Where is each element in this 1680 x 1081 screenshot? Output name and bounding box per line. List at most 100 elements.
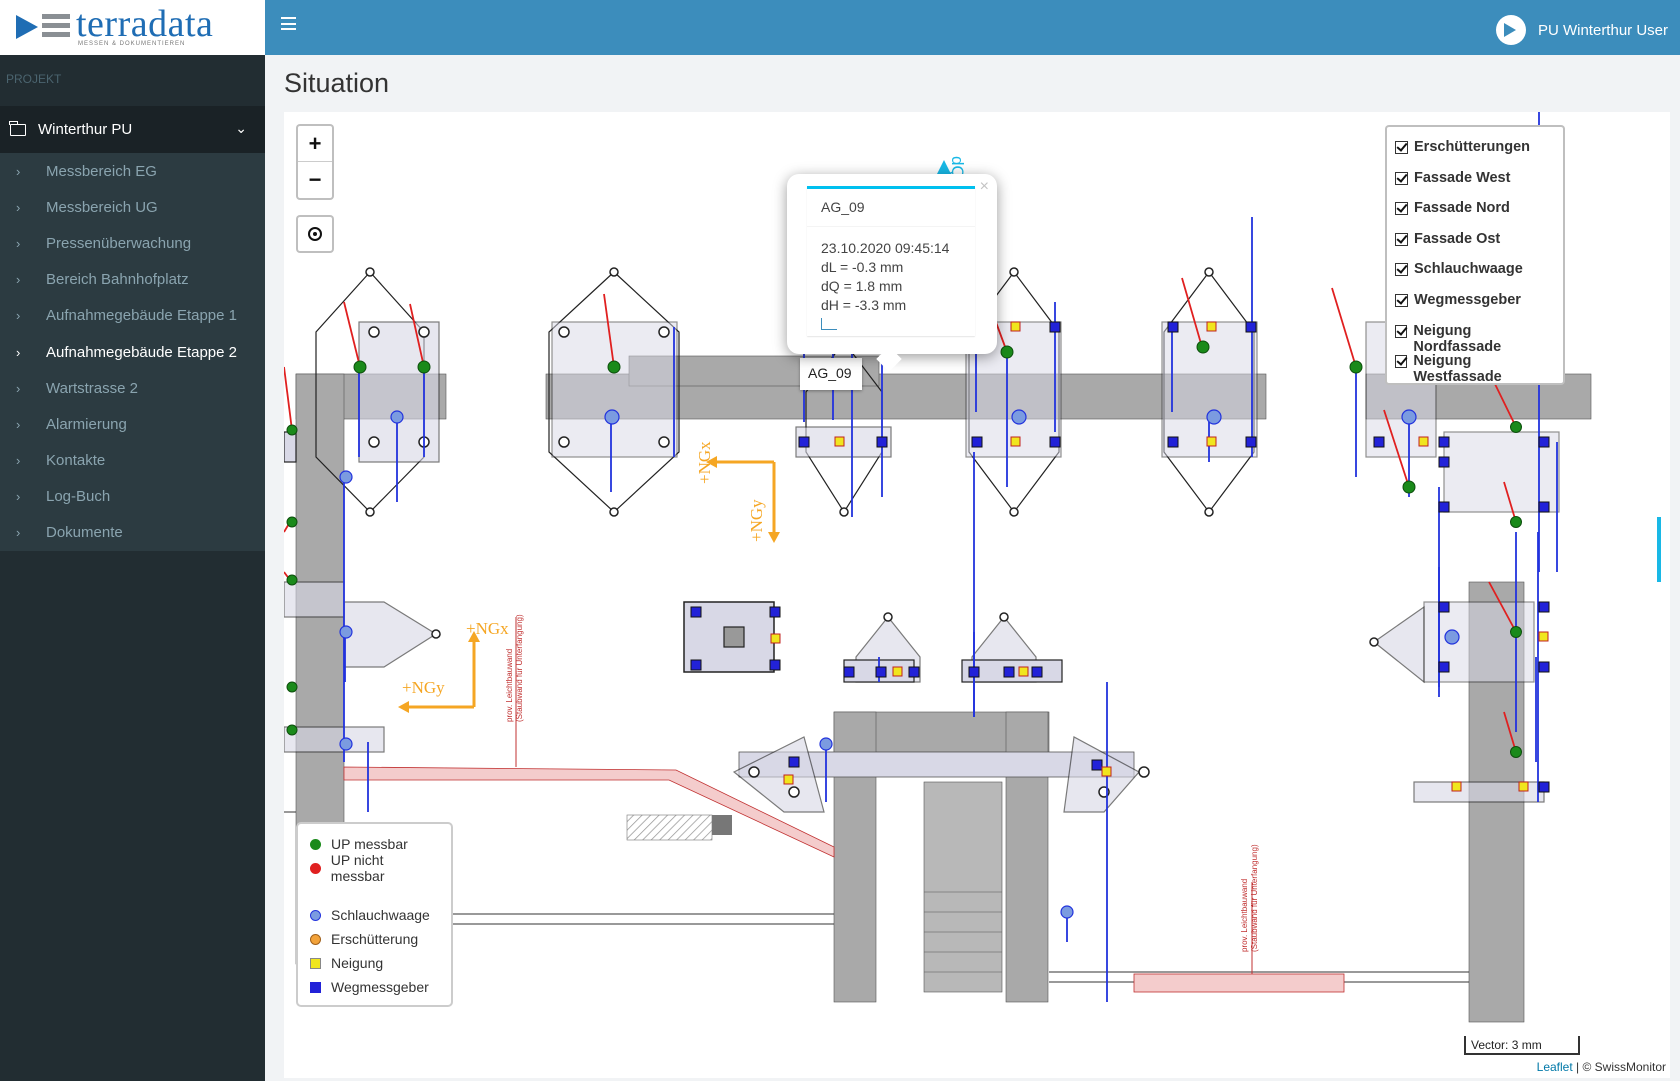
wall-annotation: prov. Leichtbauwand: [505, 649, 514, 722]
scale-bar: Vector: 3 mm: [1464, 1036, 1580, 1055]
chevron-right-icon: ›: [16, 416, 21, 432]
user-name: PU Winterthur User: [1537, 21, 1668, 39]
line-chart-icon[interactable]: [821, 318, 837, 330]
map-attribution: Leaflet | © SwissMonitor: [1532, 1059, 1670, 1077]
sidebar-item-label: Aufnahmegebäude Etappe 2: [46, 343, 237, 361]
sidebar-item-alarmierung[interactable]: › Alarmierung: [0, 406, 265, 442]
page-title: Situation: [284, 68, 390, 98]
chevron-right-icon: ›: [16, 525, 21, 541]
top-navbar: PU Winterthur User: [265, 0, 1680, 55]
sidebar-item-pressenueberwachung[interactable]: ›Pressenüberwachung: [0, 225, 265, 261]
sensor-popup: × AG_09 23.10.2020 09:45:14 dL = -0.3 mm…: [787, 174, 997, 372]
checkbox-checked-icon[interactable]: [1395, 324, 1408, 338]
layer-label: Fassade West: [1414, 169, 1511, 186]
layer-wegmessgeber[interactable]: Wegmessgeber: [1395, 292, 1555, 323]
popup-dl: dL = -0.3 mm: [821, 259, 904, 275]
sidebar-item-log-buch[interactable]: › Log-Buch: [0, 479, 265, 515]
checkbox-checked-icon[interactable]: [1395, 263, 1408, 277]
legend-label: Neigung: [331, 955, 384, 971]
blue-square-icon: [310, 981, 321, 993]
layer-label: Wegmessgeber: [1414, 291, 1521, 308]
map-legend: UP messbar UP nicht messbar Schlauchwaag…: [296, 822, 453, 1007]
checkbox-checked-icon[interactable]: [1395, 293, 1408, 307]
sidebar-item-etappe-2[interactable]: › Aufnahmegebäude Etappe 2: [0, 334, 265, 370]
user-avatar: [1495, 15, 1526, 45]
popup-title: AG_09: [807, 189, 975, 227]
leaflet-link[interactable]: Leaflet: [1536, 1060, 1573, 1074]
wall-annotation: (Staubwand für Unterfangung): [515, 614, 524, 722]
locate-button[interactable]: [296, 215, 334, 253]
layer-control: Erschütterungen Fassade West Fassade Nor…: [1385, 125, 1565, 385]
popup-body: 23.10.2020 09:45:14 dL = -0.3 mm dQ = 1.…: [807, 227, 975, 342]
chevron-right-icon: ›: [16, 489, 21, 505]
layer-label: Fassade Nord: [1414, 200, 1510, 217]
sidebar-item-label: Pressenüberwachung: [46, 234, 192, 252]
layer-fassade-nord[interactable]: Fassade Nord: [1395, 200, 1555, 231]
ngx-label: +NGx: [695, 441, 714, 484]
legend-item: Wegmessgeber: [310, 975, 439, 999]
sidebar-item-wartstrasse[interactable]: ›Wartstrasse 2: [0, 370, 265, 406]
legend-item: UP nicht messbar: [310, 852, 439, 884]
checkbox-checked-icon[interactable]: [1395, 232, 1408, 246]
hamburger-menu-icon[interactable]: [281, 17, 296, 34]
up-messbar-markers: [286, 340, 1522, 758]
logo-arrow-icon: [16, 15, 38, 39]
sidebar-item-etappe-1[interactable]: ›Aufnahmegebäude Etappe 1: [0, 298, 265, 334]
chevron-right-icon: ›: [16, 199, 21, 215]
checkbox-checked-icon[interactable]: [1395, 355, 1408, 369]
layer-label: Fassade Ost: [1414, 230, 1501, 247]
layer-fassade-ost[interactable]: Fassade Ost: [1395, 231, 1555, 262]
sidebar-item-label: Log-Buch: [46, 488, 111, 506]
yellow-square-icon: [310, 957, 321, 969]
zoom-control: + −: [296, 124, 334, 200]
legend-item: Neigung: [310, 951, 439, 975]
user-menu[interactable]: PU Winterthur User: [1495, 15, 1668, 45]
orientation-arrows: [409, 460, 776, 709]
layer-fassade-west[interactable]: Fassade West: [1395, 170, 1555, 201]
brand-logo[interactable]: terradata MESSEN & DOKUMENTIEREN: [0, 0, 265, 55]
layer-label: Erschütterungen: [1414, 139, 1531, 155]
layer-neigung-nordfassade[interactable]: Neigung Nordfassade: [1395, 322, 1555, 355]
layer-neigung-westfassade[interactable]: Neigung Westfassade: [1395, 353, 1555, 386]
checkbox-checked-icon[interactable]: [1395, 171, 1408, 185]
ngy-label: +NGy: [747, 499, 766, 542]
layer-label: Neigung Westfassade: [1413, 353, 1502, 386]
chevron-right-icon: ›: [16, 272, 21, 288]
sidebar-item-dokumente[interactable]: ›Dokumente: [0, 515, 265, 551]
sidebar-item-kontakte[interactable]: ›Kontakte: [0, 443, 265, 479]
popup-timestamp: 23.10.2020 09:45:14: [821, 240, 950, 256]
stair-lines: [924, 891, 1002, 973]
temporary-wall: [343, 766, 835, 858]
layer-schlauchwaage[interactable]: Schlauchwaage: [1395, 261, 1555, 292]
map-container[interactable]: prov. Leichtbauwand (Staubwand für Unter…: [284, 112, 1670, 1078]
legend-label: Erschütterung: [331, 931, 419, 947]
block: [712, 815, 732, 835]
chevron-right-icon: ›: [16, 344, 21, 360]
folder-icon: [9, 120, 26, 136]
layer-label: Neigung Nordfassade: [1413, 322, 1502, 355]
brand-name: terradata: [76, 3, 214, 45]
project-selector[interactable]: Winterthur PU ⌄: [0, 106, 265, 153]
ngy-label: +NGy: [402, 678, 445, 697]
checkbox-checked-icon[interactable]: [1395, 202, 1408, 216]
popup-close-button[interactable]: ×: [979, 178, 989, 195]
checkbox-checked-icon[interactable]: [1395, 141, 1408, 154]
dq-label: dQ: [948, 156, 967, 179]
zoom-in-button[interactable]: +: [298, 126, 332, 162]
brand-tagline: MESSEN & DOKUMENTIEREN: [78, 41, 186, 47]
sidebar-item-bahnhofplatz[interactable]: ›Bereich Bahnhofplatz: [0, 262, 265, 298]
sidebar-item-messbereich-ug[interactable]: › Messbereich UG: [0, 189, 265, 225]
orientation-arrowheads: [398, 456, 780, 713]
sidebar-section-label: PROJEKT: [6, 72, 62, 86]
green-dot-icon: [310, 838, 321, 850]
sidebar-item-label: Alarmierung: [46, 415, 127, 433]
zoom-out-button[interactable]: −: [308, 167, 322, 192]
layer-erschuetterungen[interactable]: Erschütterungen: [1395, 139, 1555, 170]
legend-item: Schlauchwaage: [310, 903, 439, 927]
sidebar-item-label: Messbereich UG: [46, 198, 158, 216]
popup-box: AG_09 23.10.2020 09:45:14 dL = -0.3 mm d…: [807, 186, 975, 336]
blue-dot-icon: [310, 909, 321, 921]
sidebar-item-label: Messbereich EG: [46, 162, 157, 180]
legend-label: UP nicht messbar: [330, 852, 385, 884]
sidebar-item-messbereich-eg[interactable]: ›Messbereich EG: [0, 153, 265, 189]
